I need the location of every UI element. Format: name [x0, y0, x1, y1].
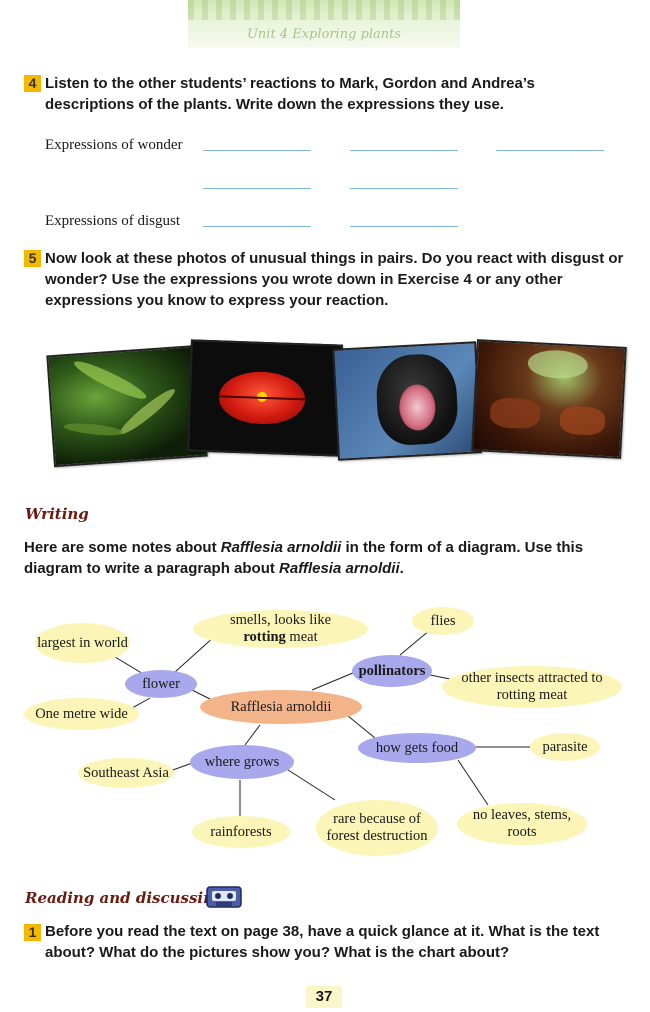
exercise-4-instruction: Listen to the other students’ reactions …: [45, 75, 535, 113]
cassette-tape-icon: [206, 885, 242, 909]
rotting-text: rotting: [243, 629, 286, 645]
writing-heading: Writing: [25, 505, 89, 523]
line-center-howfood: [347, 715, 376, 739]
writing-instruction: Here are some notes about Rafflesia arno…: [24, 537, 624, 579]
node-rainforests: rainforests: [192, 816, 290, 848]
line-wheregrows-rare: [284, 767, 336, 801]
writing-intro-text-3: .: [399, 560, 404, 577]
wonder-blank-1[interactable]: [203, 150, 311, 151]
exercise-5-instruction: Now look at these photos of unusual thin…: [45, 250, 624, 309]
writing-intro-text-2: in the form of a diagram. Use this diagr…: [24, 539, 584, 577]
wonder-blank-5[interactable]: [350, 188, 458, 189]
node-rare-forest-destruction: rare because of forest destruction: [316, 800, 438, 856]
node-no-leaves: no leaves, stems, roots: [457, 803, 587, 845]
node-other-insects: other insects attracted to rotting meat: [442, 666, 622, 708]
writing-intro-text-1: Here are some notes about: [24, 539, 221, 556]
node-pollinators: pollinators: [352, 655, 432, 687]
line-center-wheregrows: [244, 724, 261, 746]
node-one-metre-wide: One metre wide: [24, 698, 139, 730]
node-how-gets-food: how gets food: [358, 733, 476, 763]
wonder-label: Expressions of wonder: [45, 137, 183, 153]
wonder-blank-3[interactable]: [496, 150, 604, 151]
exercise-4-number: 4: [24, 75, 41, 92]
disgust-label: Expressions of disgust: [45, 213, 180, 229]
line-howfood-noleaves: [457, 759, 489, 806]
node-rafflesia-arnoldii: Rafflesia arnoldii: [200, 690, 362, 724]
node-parasite: parasite: [530, 733, 600, 761]
header-band: [188, 0, 460, 48]
species-name-1: Rafflesia arnoldii: [220, 539, 342, 556]
reading-exercise-1-number: 1: [24, 924, 41, 941]
reading-exercise-1-instruction: Before you read the text on page 38, hav…: [45, 923, 600, 961]
node-flies: flies: [412, 607, 474, 635]
line-pollinators-flies: [399, 629, 431, 656]
node-where-grows: where grows: [190, 745, 294, 779]
node-largest-in-world: largest in world: [35, 623, 130, 663]
smells-text: smells, looks like: [229, 612, 332, 628]
disgust-blank-1[interactable]: [203, 226, 311, 227]
reading-heading: Reading and discussing: [25, 889, 225, 907]
line-flower-smells: [174, 635, 216, 673]
disgust-blank-2[interactable]: [350, 226, 458, 227]
node-southeast-asia: Southeast Asia: [78, 758, 174, 788]
species-name-2: Rafflesia arnoldii: [279, 560, 400, 577]
wonder-blank-2[interactable]: [350, 150, 458, 151]
wonder-blank-4[interactable]: [203, 188, 311, 189]
meat-text: meat: [285, 629, 318, 645]
page-number: 37: [306, 986, 342, 1008]
node-flower: flower: [125, 670, 197, 698]
unit-title: Unit 4 Exploring plants: [246, 27, 402, 42]
exercise-5-number: 5: [24, 250, 41, 267]
